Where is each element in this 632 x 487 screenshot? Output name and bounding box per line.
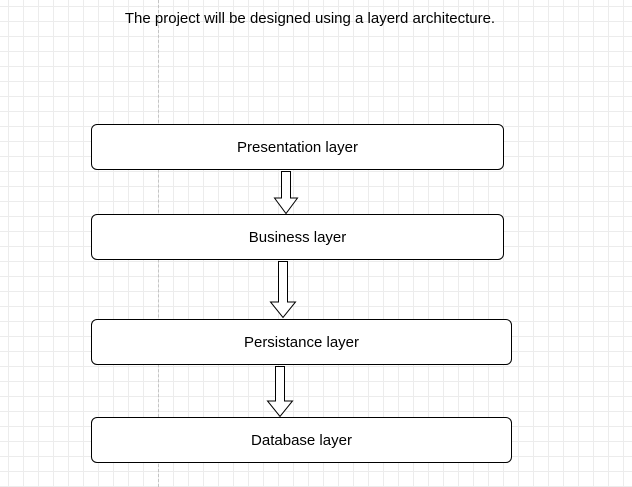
arrow-down-icon bbox=[273, 171, 299, 215]
business-layer-label: Business layer bbox=[248, 228, 347, 246]
database-layer-box[interactable]: Database layer bbox=[91, 417, 512, 463]
presentation-layer-box[interactable]: Presentation layer bbox=[91, 124, 504, 170]
persistance-layer-box[interactable]: Persistance layer bbox=[91, 319, 512, 365]
arrow-down-icon bbox=[266, 366, 294, 418]
presentation-layer-label: Presentation layer bbox=[237, 138, 358, 156]
diagram-title: The project will be designed using a lay… bbox=[124, 10, 496, 27]
database-layer-label: Database layer bbox=[251, 431, 352, 449]
arrow-down-icon bbox=[269, 261, 297, 319]
business-layer-box[interactable]: Business layer bbox=[91, 214, 504, 260]
persistance-layer-label: Persistance layer bbox=[243, 333, 360, 351]
